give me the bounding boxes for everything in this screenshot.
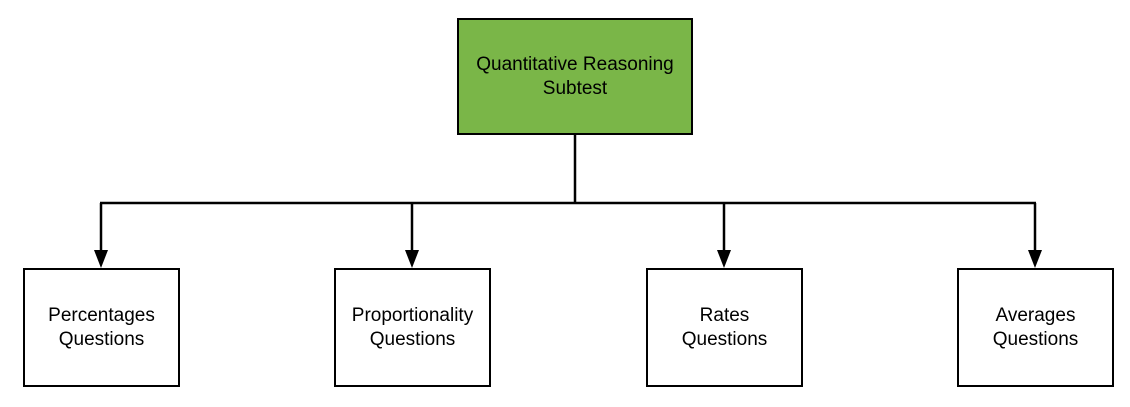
arrowhead-percentages (94, 250, 108, 268)
child-node-proportionality: Proportionality Questions (334, 268, 491, 387)
arrowhead-rates (717, 250, 731, 268)
arrowhead-averages (1028, 250, 1042, 268)
child-node-label: Percentages Questions (48, 304, 155, 350)
child-node-label: Rates Questions (681, 304, 768, 350)
child-node-averages: Averages Questions (957, 268, 1114, 387)
child-node-label: Averages Questions (992, 304, 1079, 350)
arrowhead-proportionality (405, 250, 419, 268)
child-node-percentages: Percentages Questions (23, 268, 180, 387)
root-node-quantitative-reasoning: Quantitative Reasoning Subtest (457, 18, 693, 135)
child-node-label: Proportionality Questions (351, 304, 474, 350)
root-node-label: Quantitative Reasoning Subtest (476, 53, 674, 99)
child-node-rates: Rates Questions (646, 268, 803, 387)
